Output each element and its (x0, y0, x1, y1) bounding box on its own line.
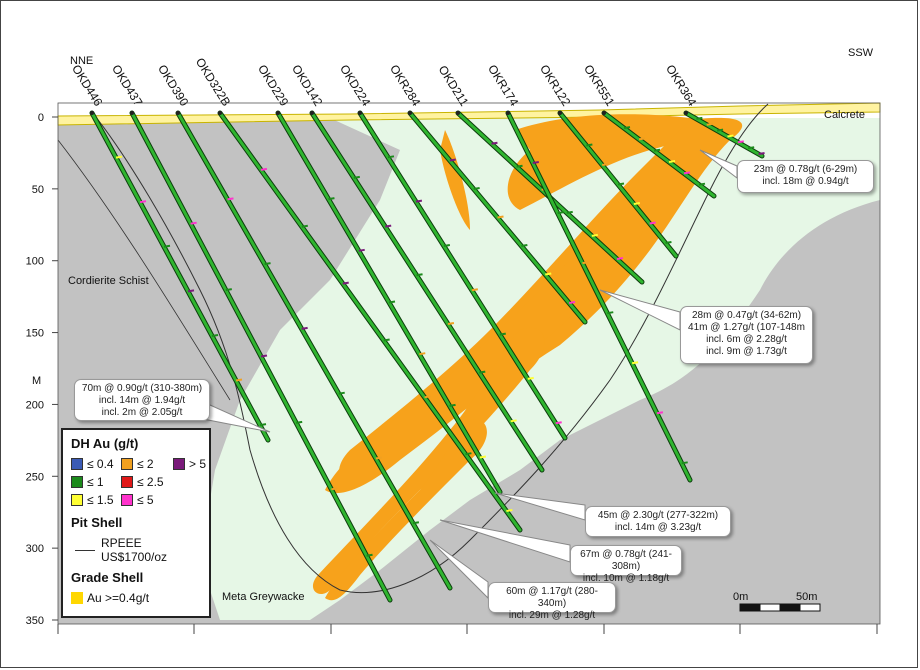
legend-item: ≤ 1 (71, 475, 121, 489)
depth-tick-label: 200 (26, 399, 44, 411)
depth-axis: 0 50 100 150 200 250 300 350 (26, 112, 58, 627)
swatch (121, 494, 133, 506)
depth-tick-label: 100 (26, 256, 44, 268)
depth-tick-label: 300 (26, 543, 44, 555)
greywacke-label: Meta Greywacke (222, 591, 305, 603)
plot-border (57, 102, 881, 625)
schist-label: Cordierite Schist (68, 275, 149, 287)
depth-tick-label: 0 (38, 112, 44, 124)
callout-okd322b: 60m @ 1.17g/t (280-340m)incl. 29m @ 1.28… (488, 582, 616, 621)
drill-holes (89, 110, 765, 603)
grade-shell-legend: Au >=0.4g/t (71, 591, 201, 605)
hole-label-okr174: OKR174 (485, 62, 521, 109)
drill-hole-okd322b (217, 110, 523, 533)
callout-okr174: 28m @ 0.47g/t (34-62m)41m @ 1.27g/t (107… (680, 306, 813, 364)
hole-label-okd446: OKD446 (69, 62, 105, 109)
legend-item: ≤ 1.5 (71, 493, 121, 507)
scale-start-label: 0m (733, 591, 748, 603)
legend: DH Au (g/t) ≤ 0.4 ≤ 2 > 5 ≤ 1 ≤ 2.5 ≤ 1.… (61, 428, 211, 618)
orientation-right: SSW (848, 47, 874, 59)
depth-tick-label: 350 (26, 615, 44, 627)
callout-okr364: 23m @ 0.78g/t (6-29m)incl. 18m @ 0.94g/t (737, 160, 874, 193)
swatch (121, 458, 133, 470)
drill-hole-okd224 (357, 110, 568, 441)
swatch (71, 494, 83, 506)
line-swatch (75, 549, 95, 551)
legend-item: ≤ 0.4 (71, 457, 121, 471)
bottom-ticks (57, 624, 878, 634)
swatch (71, 476, 83, 488)
hole-label-okd224: OKD224 (337, 62, 373, 109)
calcrete-label: Calcrete (824, 109, 865, 121)
callout-okd224: 45m @ 2.30g/t (277-322m)incl. 14m @ 3.23… (585, 506, 731, 537)
scale-bar: 0m 50m (733, 591, 821, 612)
depth-tick-label: 250 (26, 471, 44, 483)
hole-label-okd142: OKD142 (289, 62, 325, 109)
drill-hole-okr122 (557, 110, 679, 259)
depth-tick-label: 150 (26, 328, 44, 340)
hole-label-okd390: OKD390 (155, 62, 191, 109)
pit-shell-title: Pit Shell (71, 515, 123, 530)
legend-item: ≤ 5 (121, 493, 173, 507)
legend-item: ≤ 2.5 (121, 475, 173, 489)
swatch (173, 458, 185, 470)
legend-item: > 5 (173, 457, 213, 471)
swatch (71, 592, 83, 604)
grade-shell-title: Grade Shell (71, 570, 144, 585)
dh-au-title: DH Au (g/t) (71, 436, 139, 451)
hole-label-okd322b: OKD322B (193, 55, 234, 108)
hole-label-okr551: OKR551 (581, 62, 617, 109)
drill-hole-okd142 (309, 110, 545, 473)
swatch (71, 458, 83, 470)
dh-au-items: ≤ 0.4 ≤ 2 > 5 ≤ 1 ≤ 2.5 ≤ 1.5 ≤ 5 (71, 457, 206, 507)
drill-hole-okd229 (275, 110, 503, 495)
callout-okd229: 67m @ 0.78g/t (241-308m)incl. 10m @ 1.18… (570, 545, 682, 584)
drill-hole-okr364 (683, 110, 765, 159)
pit-shell-line-2 (57, 139, 231, 401)
hole-label-okd437: OKD437 (109, 62, 145, 109)
scale-end-label: 50m (796, 591, 817, 603)
depth-unit-label: M (32, 375, 41, 387)
swatch (121, 476, 133, 488)
hole-label-okr284: OKR284 (387, 62, 423, 109)
drill-hole-okd446 (89, 110, 271, 443)
drill-hole-okd437 (129, 110, 393, 603)
hole-label-okr364: OKR364 (663, 62, 699, 109)
drill-hole-okr174 (505, 110, 693, 483)
pit-shell-line (91, 103, 769, 594)
depth-tick-label: 50 (32, 184, 44, 196)
hole-label-okd211: OKD211 (436, 63, 472, 109)
orientation-left: NNE (70, 55, 93, 67)
drill-hole-okr284 (407, 110, 588, 325)
callout-okd446: 70m @ 0.90g/t (310-380m)incl. 14m @ 1.94… (74, 379, 210, 421)
meta-greywacke-area (200, 118, 880, 620)
hole-label-okr122: OKR122 (537, 62, 573, 109)
drill-hole-okr551 (601, 110, 717, 199)
pit-shell-legend: RPEEE US$1700/oz (75, 536, 201, 564)
drill-hole-okd390 (175, 110, 453, 591)
legend-item: ≤ 2 (121, 457, 173, 471)
hole-label-okd229: OKD229 (255, 62, 291, 109)
